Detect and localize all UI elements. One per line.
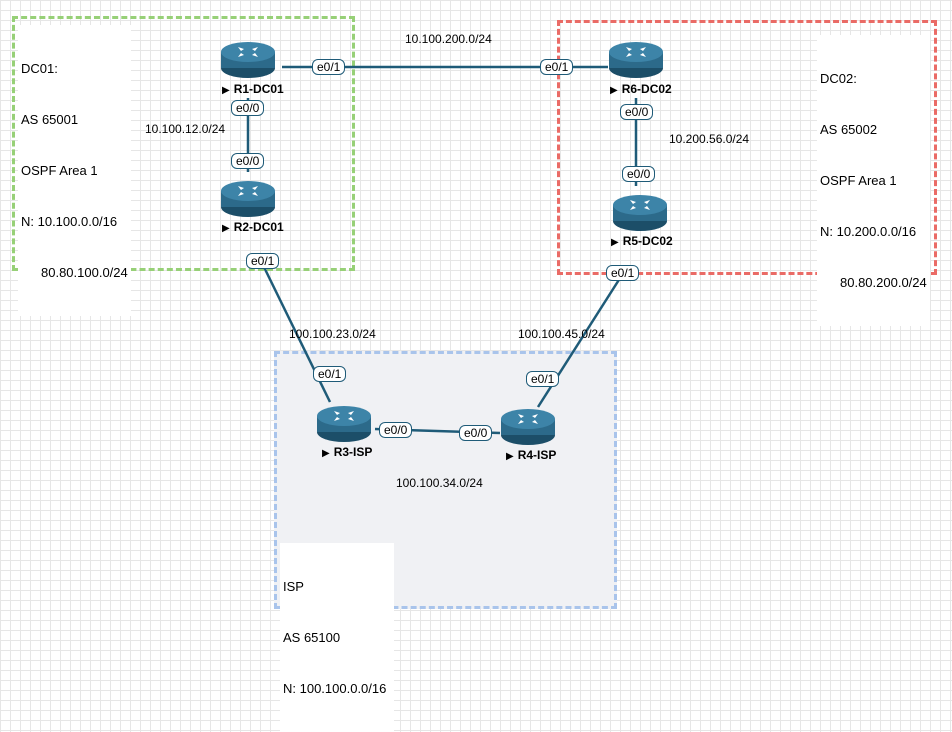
port-label-r5-e00: e0/0: [622, 166, 656, 182]
dc02-info-line: 80.80.200.0/24: [840, 275, 927, 290]
dc01-info-line: AS 65001: [21, 112, 79, 127]
router-name: R1-DC01: [233, 82, 284, 96]
dc01-info-line: DC01:: [21, 61, 58, 76]
play-triangle-icon: ▶: [322, 448, 330, 459]
play-triangle-icon: ▶: [611, 237, 619, 248]
isp-info: ISP AS 65100 N: 100.100.0.0/16: [280, 543, 394, 732]
port-label-r3-e00: e0/0: [379, 422, 413, 438]
port-label-r1-e01: e0/1: [312, 59, 346, 75]
port-label-r4-e00: e0/0: [459, 425, 493, 441]
isp-info-line: ISP: [283, 579, 304, 594]
network-diagram-canvas: DC01: AS 65001 OSPF Area 1 N: 10.100.0.0…: [12, 16, 937, 696]
play-triangle-icon: ▶: [222, 85, 230, 96]
dc02-info-line: DC02:: [820, 71, 857, 86]
router-label-r6: ▶R6-DC02: [610, 82, 672, 96]
router-icon[interactable]: [500, 405, 556, 447]
router-label-r3: ▶R3-ISP: [322, 445, 372, 459]
port-label-r2-e00: e0/0: [231, 153, 265, 169]
dc02-info: DC02: AS 65002 OSPF Area 1 N: 10.200.0.0…: [817, 35, 930, 326]
subnet-label-r3-r4: 100.100.34.0/24: [396, 476, 483, 490]
port-label-r1-e00: e0/0: [231, 100, 265, 116]
subnet-label-r5-r4: 100.100.45.0/24: [518, 327, 605, 341]
router-label-r4: ▶R4-ISP: [506, 448, 556, 462]
router-label-r1: ▶R1-DC01: [222, 82, 284, 96]
port-label-r6-e00: e0/0: [620, 104, 654, 120]
dc02-info-line: OSPF Area 1: [820, 173, 897, 188]
dc01-info-line: OSPF Area 1: [21, 163, 98, 178]
subnet-label-r1-r6: 10.100.200.0/24: [405, 32, 492, 46]
dc02-info-line: AS 65002: [820, 122, 878, 137]
router-name: R3-ISP: [333, 445, 373, 459]
dc01-info-line: N: 10.100.0.0/16: [21, 214, 118, 229]
router-name: R6-DC02: [621, 82, 672, 96]
subnet-label-r1-r2: 10.100.12.0/24: [145, 122, 226, 136]
port-label-r2-e01: e0/1: [246, 253, 280, 269]
router-icon[interactable]: [220, 38, 276, 80]
router-name: R4-ISP: [517, 448, 557, 462]
router-name: R2-DC01: [233, 220, 284, 234]
links-layer: [246, 65, 638, 435]
isp-info-line: AS 65100: [283, 630, 341, 645]
port-label-r3-e01: e0/1: [313, 366, 347, 382]
router-label-r2: ▶R2-DC01: [222, 220, 284, 234]
isp-info-line: N: 100.100.0.0/16: [283, 681, 387, 696]
play-triangle-icon: ▶: [506, 451, 514, 462]
router-icon[interactable]: [316, 402, 372, 444]
router-icon[interactable]: [608, 38, 664, 80]
router-name: R5-DC02: [622, 234, 673, 248]
dc02-zone: [557, 20, 937, 275]
port-label-r6-e01: e0/1: [540, 59, 574, 75]
dc01-zone: [12, 16, 355, 271]
router-label-r5: ▶R5-DC02: [611, 234, 673, 248]
router-icon[interactable]: [612, 191, 668, 233]
dc02-info-line: N: 10.200.0.0/16: [820, 224, 917, 239]
subnet-label-r2-r3: 100.100.23.0/24: [289, 327, 376, 341]
port-label-r4-e01: e0/1: [526, 371, 560, 387]
dc01-info: DC01: AS 65001 OSPF Area 1 N: 10.100.0.0…: [18, 25, 131, 316]
dc01-info-line: 80.80.100.0/24: [41, 265, 128, 280]
subnet-label-r6-r5: 10.200.56.0/24: [669, 132, 750, 146]
link-r5-r4: [536, 274, 624, 408]
port-label-r5-e01: e0/1: [606, 265, 640, 281]
play-triangle-icon: ▶: [222, 223, 230, 234]
router-icon[interactable]: [220, 177, 276, 219]
play-triangle-icon: ▶: [610, 85, 618, 96]
